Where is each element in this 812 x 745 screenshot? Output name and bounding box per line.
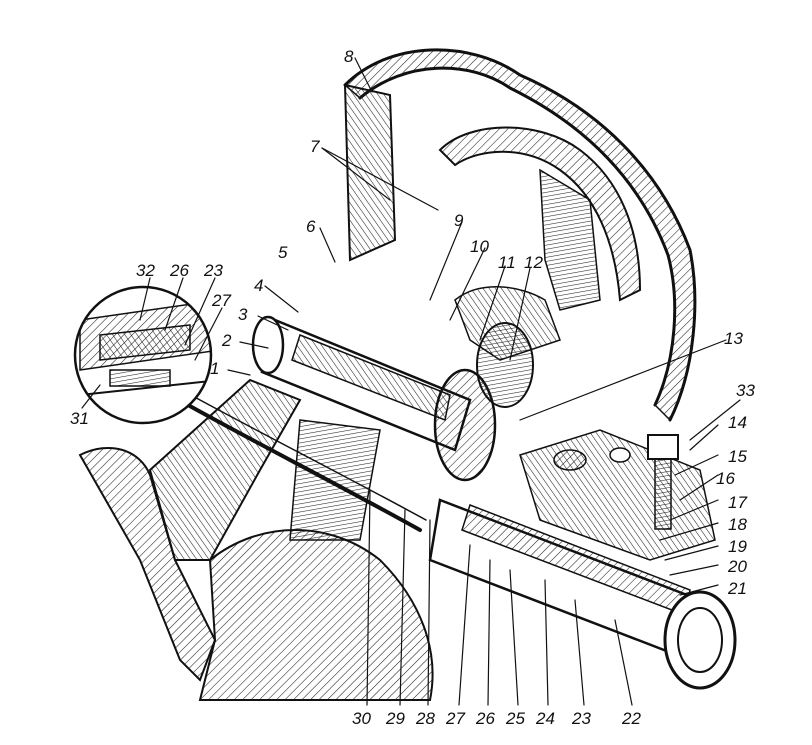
callout-4: 4 [254, 276, 263, 295]
callout-30: 30 [352, 709, 371, 728]
callout-1: 1 [210, 359, 219, 378]
callout-24: 24 [535, 709, 555, 728]
callout-25: 25 [505, 709, 525, 728]
callout-15: 15 [728, 447, 747, 466]
inset-callout-26: 26 [169, 261, 189, 280]
callout-29: 29 [385, 709, 405, 728]
callout-28: 28 [415, 709, 435, 728]
callout-22: 22 [621, 709, 641, 728]
callout-labels: 1 2 3 4 5 6 7 8 9 10 11 12 13 33 14 15 1… [70, 47, 755, 728]
callout-2: 2 [221, 331, 232, 350]
inset-callout-23: 23 [203, 261, 223, 280]
callout-20: 20 [727, 557, 747, 576]
main-shaft [251, 315, 534, 482]
callout-7: 7 [310, 137, 320, 156]
callout-27: 27 [445, 709, 465, 728]
leader-lines [81, 57, 741, 706]
inset-detail [73, 285, 213, 425]
callout-21: 21 [727, 579, 747, 598]
callout-18: 18 [728, 515, 747, 534]
callout-12: 12 [524, 253, 543, 272]
callout-13: 13 [724, 329, 743, 348]
callout-19: 19 [728, 537, 747, 556]
inset-callout-31: 31 [70, 409, 89, 428]
callout-16: 16 [716, 469, 735, 488]
callout-8: 8 [344, 47, 354, 66]
callout-11: 11 [498, 253, 516, 272]
lower-housing [78, 378, 434, 701]
callout-23: 23 [571, 709, 591, 728]
inset-callout-32: 32 [136, 261, 155, 280]
pinion-assembly [428, 429, 737, 690]
callout-6: 6 [306, 217, 316, 236]
inset-callout-27: 27 [211, 291, 231, 310]
callout-26: 26 [475, 709, 495, 728]
callout-10: 10 [470, 237, 489, 256]
callout-17: 17 [728, 493, 747, 512]
callout-5: 5 [278, 243, 288, 262]
connecting-pipe [168, 387, 427, 532]
callout-9: 9 [454, 211, 464, 230]
callout-14: 14 [728, 413, 747, 432]
callout-3: 3 [238, 305, 248, 324]
callout-33: 33 [736, 381, 755, 400]
